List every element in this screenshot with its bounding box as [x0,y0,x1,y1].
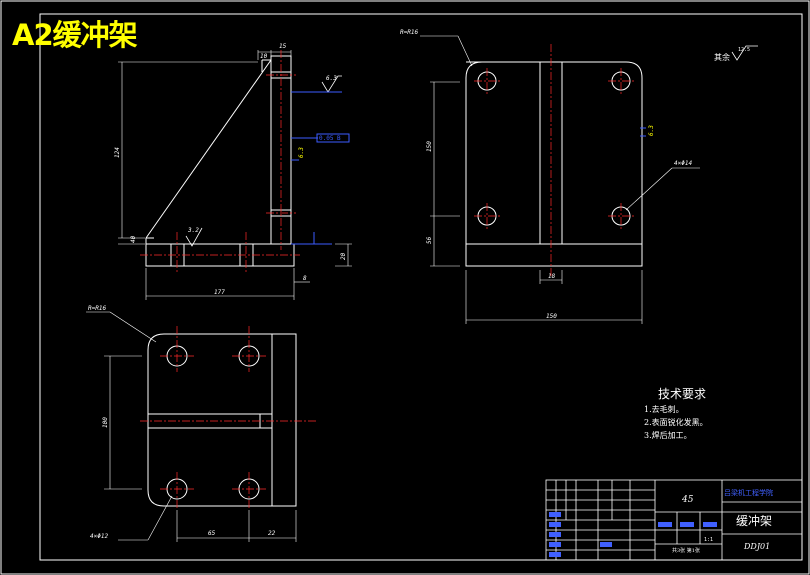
radius-top-label: R=R16 [88,305,106,312]
roughness-b-label: 6.3 [298,147,305,158]
front-base-h-dim: 20 [340,252,347,260]
tb-material: 45 [681,495,694,505]
tb-sheet-info: 共3张 第1张 [672,547,700,554]
title-block [545,479,803,561]
front-view-centerlines [140,50,300,272]
side-slot-dim: 18 [548,273,556,280]
surface-rest-label: 其余 [714,52,730,62]
side-lower-dim: 56 [426,236,433,244]
tb-institution: 吕梁机工程学院 [724,488,773,497]
front-view [118,50,352,300]
technical-requirement-item: 1.去毛刺。 [644,405,684,414]
top-right-dim: 22 [268,530,276,537]
side-view [420,35,700,324]
front-view-blue-marks [291,91,350,245]
tb-scale: 1:1 [704,537,713,543]
front-top-dim: 15 [279,43,287,50]
top-view [86,311,297,542]
technical-requirement-item: 2.表面锐化发黑。 [644,418,708,427]
front-height-dim: 124 [114,147,121,158]
roughness-rest-symbol [731,45,758,61]
title-block-blue-labels [549,512,717,557]
technical-requirement-item: 3.焊后加工。 [644,431,692,440]
side-height-dim: 150 [426,141,433,152]
holes-top-label: 4×Φ12 [90,533,108,540]
side-view-blue-marks [640,127,646,137]
side-view-centerlines [474,44,634,278]
front-rib-dim: 10 [260,53,268,60]
tb-drawing-number: DDJ01 [743,542,770,551]
side-width-dim: 150 [546,313,557,320]
roughness-a-label: 6.3 [326,75,337,82]
tolerance-box-text: 0.05 B [319,135,341,142]
top-view-centerlines [140,326,316,508]
front-base-len-dim: 177 [214,289,225,296]
radius-front-label: R=R16 [400,29,418,36]
roughness-rest-value: 12.5 [738,47,750,53]
front-base-offset-dim: 8 [303,275,307,282]
top-left-dim: 65 [208,530,216,537]
inner-frame-border [39,13,803,561]
tb-part-name: 缓冲架 [736,513,772,528]
technical-requirements-heading: 技术要求 [658,387,707,401]
roughness-d-label: 6.3 [648,125,655,136]
front-small-dim: 40 [130,235,137,243]
roughness-c-label: 3.2 [187,227,199,234]
drawing-title: A2缓冲架 [12,18,138,52]
front-roughness-symbols [185,75,342,247]
top-height-dim: 100 [102,417,109,428]
holes-side-label: 4×Φ14 [674,160,692,167]
